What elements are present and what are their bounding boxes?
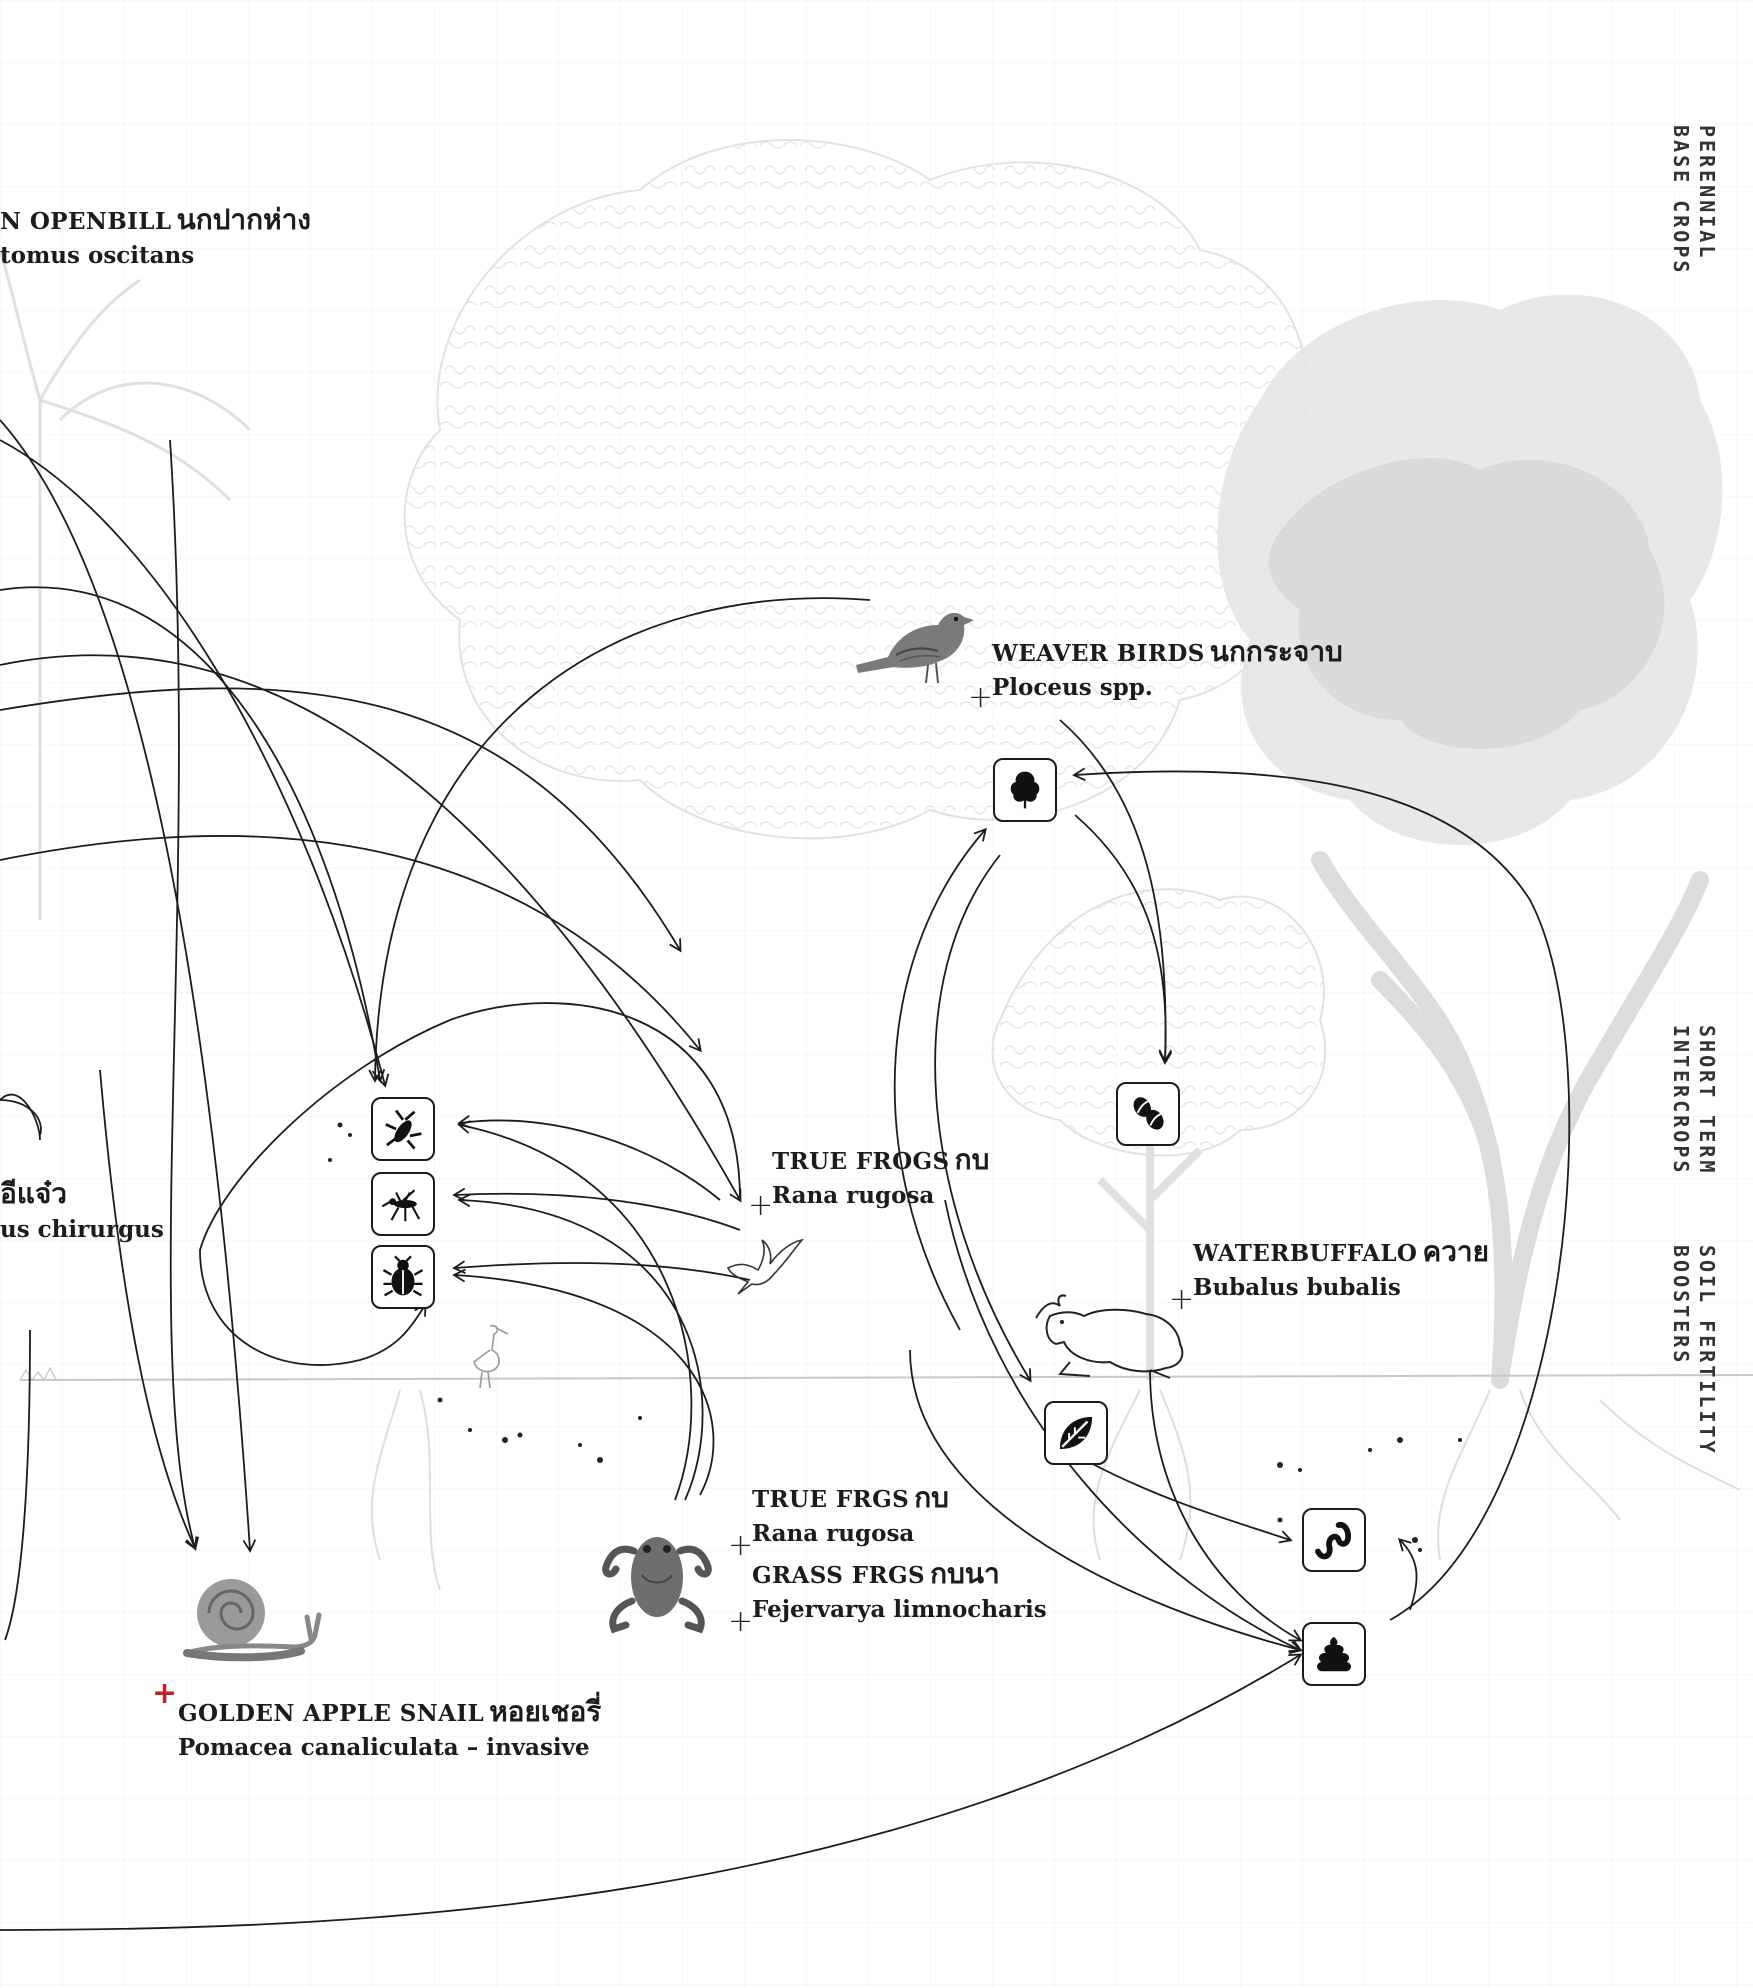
arrow-manure-to-tree [1075,771,1569,1620]
grass-frgs-scientific: Fejervarya limnocharis [752,1596,1047,1624]
arrow-egret-to-beetle [455,1263,750,1280]
weaver-thai: นกกระจาบ [1210,635,1343,668]
arrow-egret-to-grasshopper [460,1121,720,1200]
worm-icon [1311,1517,1357,1563]
grass-frgs-title: GRASS FRGS กบนา [752,1552,1047,1596]
arrow-egret-to-mosquito [455,1194,740,1230]
grasshopper-icon [380,1106,426,1152]
species-grass-frgs: GRASS FRGS กบนา Fejervarya limnocharis + [752,1552,1047,1624]
waterbuffalo-illustration [1030,1290,1190,1390]
grass-frgs-name: GRASS FRGS [752,1562,925,1589]
arrow-left-down [5,1330,30,1640]
tree-icon-box [993,758,1057,822]
grasshopper-icon-box [371,1097,435,1161]
grass-frgs-thai: กบนา [930,1557,1000,1590]
side-label-short-term-line1: SHORT TERM [1694,1025,1720,1175]
manure-icon [1311,1631,1357,1677]
beetle-icon-box [371,1245,435,1309]
snail-illustration [183,1575,323,1665]
leaf-compost-icon-box [1044,1401,1108,1465]
arrow-openbill-to-grasshopper [0,587,380,1080]
waterbuffalo-title: WATERBUFFALO ควาย [1193,1230,1489,1274]
true-frogs-top-plus-icon: + [748,1188,773,1223]
arrow-left2-to-insects [0,655,740,1200]
species-weaver-title: WEAVER BIRDS นกกระจาบ [992,630,1343,674]
true-frogs-top-scientific: Rana rugosa [772,1182,989,1210]
side-label-soil-line2: BOOSTERS [1668,1245,1694,1456]
hoopoe-title: อีแจ๋ว [0,1172,164,1216]
arrow-leaf-to-tree [895,830,985,1330]
egret-illustration [718,1220,808,1300]
arrow-left-to-snail-1 [0,420,250,1550]
openbill-name: N OPENBILL [0,208,171,235]
waterbuffalo-name: WATERBUFFALO [1193,1240,1417,1267]
arrow-frog-circle [200,1003,740,1365]
true-frgs-name: TRUE FRGS [752,1486,909,1513]
side-label-perennial-line1: PERENNIAL [1694,125,1720,275]
true-frogs-top-thai: กบ [955,1143,990,1176]
snail-title: GOLDEN APPLE SNAIL หอยเชอรี่ [178,1690,601,1734]
true-frgs-plus-icon: + [728,1528,753,1563]
snail-name: GOLDEN APPLE SNAIL [178,1700,484,1727]
weaver-name: WEAVER BIRDS [992,640,1205,667]
weaver-scientific: Ploceus spp. [992,674,1343,702]
species-true-frogs-top: TRUE FROGS กบ Rana rugosa + [772,1138,989,1210]
true-frgs-title: TRUE FRGS กบ [752,1476,949,1520]
side-label-short-term-line2: INTERCROPS [1668,1025,1694,1175]
snail-invasive-plus-icon: + [152,1676,177,1711]
openbill-scientific: tomus oscitans [0,242,311,270]
weaver-bird-illustration [848,595,978,690]
true-frgs-scientific: Rana rugosa [752,1520,949,1548]
arrow-manure-to-worm [1400,1540,1417,1610]
true-frgs-thai: กบ [914,1481,949,1514]
side-label-soil-line1: SOIL FERTILITY [1694,1245,1720,1456]
species-openbill: N OPENBILL นกปากห่าง tomus oscitans [0,198,311,270]
arrow-buffalo-to-manure [1150,1370,1300,1640]
worm-icon-box [1302,1508,1366,1572]
true-frogs-top-title: TRUE FROGS กบ [772,1138,989,1182]
true-frogs-top-name: TRUE FROGS [772,1148,950,1175]
side-label-soil: SOIL FERTILITY BOOSTERS [1668,1245,1720,1456]
snail-thai: หอยเชอรี่ [489,1695,601,1728]
seeds-icon [1125,1091,1171,1137]
manure-icon-box [1302,1622,1366,1686]
side-label-perennial-line2: BASE CROPS [1668,125,1694,275]
side-label-perennial: PERENNIAL BASE CROPS [1668,125,1720,275]
waterbuffalo-thai: ควาย [1422,1235,1489,1268]
hoopoe-scientific: us chirurgus [0,1216,164,1244]
species-weaver: WEAVER BIRDS นกกระจาบ Ploceus spp. + [992,630,1343,702]
species-openbill-title: N OPENBILL นกปากห่าง [0,198,311,242]
mosquito-icon-box [371,1172,435,1236]
waterbuffalo-scientific: Bubalus bubalis [1193,1274,1489,1302]
openbill-thai: นกปากห่าง [177,203,311,236]
stork-illustration [460,1320,510,1390]
side-label-short-term: SHORT TERM INTERCROPS [1668,1025,1720,1175]
leaf-compost-icon [1053,1410,1099,1456]
frog-illustration [602,1515,712,1635]
tree-icon [1002,767,1048,813]
arrow-frog-to-grasshopper [460,1125,691,1500]
species-true-frgs: TRUE FRGS กบ Rana rugosa + [752,1476,949,1548]
snail-scientific: Pomacea canaliculata – invasive [178,1734,601,1762]
beetle-icon [380,1254,426,1300]
hoopoe-thai: อีแจ๋ว [0,1177,67,1210]
grass-frgs-plus-icon: + [728,1604,753,1639]
seeds-icon-box [1116,1082,1180,1146]
species-hoopoe: อีแจ๋ว us chirurgus [0,1172,164,1244]
species-snail: GOLDEN APPLE SNAIL หอยเชอรี่ Pomacea can… [178,1690,601,1762]
arrow-weaver-to-grasshopper [375,598,870,1080]
species-waterbuffalo: WATERBUFFALO ควาย Bubalus bubalis + [1193,1230,1489,1302]
arrow-tree-to-leaf [935,855,1030,1380]
arrow-tree-to-seeds [1075,815,1166,1062]
mosquito-icon [380,1181,426,1227]
arrow-leaf-to-worm [1085,1460,1290,1540]
